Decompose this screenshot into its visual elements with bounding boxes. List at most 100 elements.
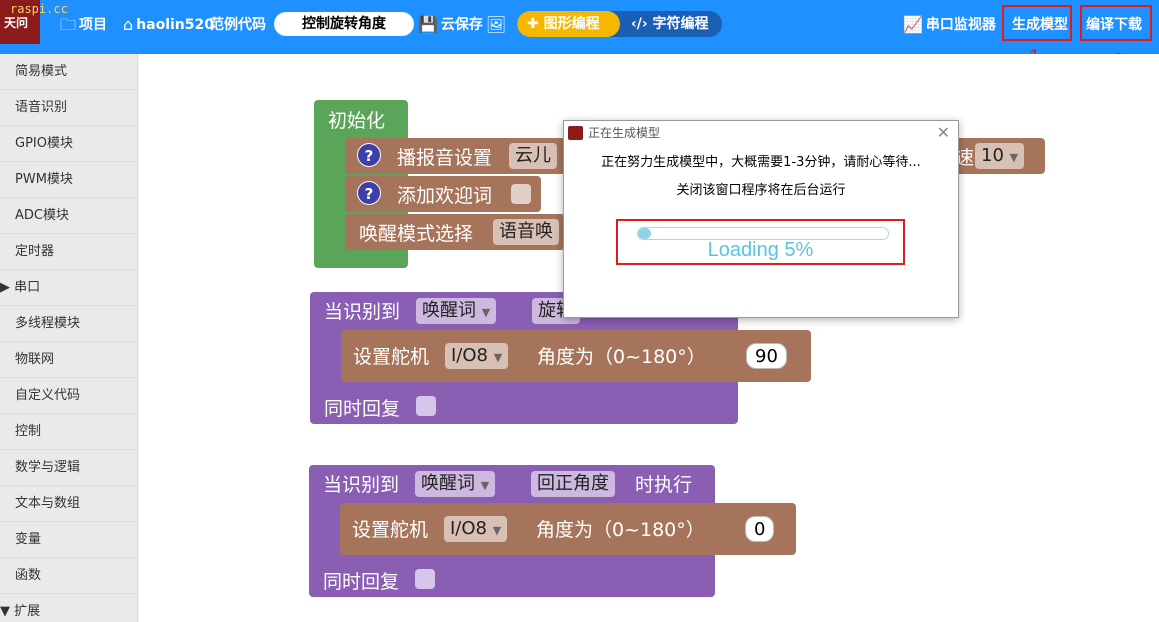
- sidebar-item-functions[interactable]: 函数: [0, 558, 137, 594]
- logo-mark: 天问: [4, 16, 29, 30]
- compile-download-label: 编译下载: [1086, 17, 1142, 33]
- close-icon[interactable]: ✕: [936, 123, 950, 142]
- help-icon[interactable]: ?: [357, 143, 381, 167]
- servo-label-1: 设置舵机: [353, 346, 430, 368]
- cloud-save-label: 云保存: [440, 17, 483, 33]
- examples-button[interactable]: 范例代码: [210, 14, 266, 36]
- mode-switch: ✚ 图形编程 ‹/› 字符编程: [517, 11, 722, 37]
- angle-value-input-2[interactable]: 0: [745, 516, 775, 542]
- servo-block-1[interactable]: 设置舵机 I/O8 ▼ 角度为（0~180°） 90: [341, 330, 811, 382]
- cloud-save-button[interactable]: 💾 云保存 🖼: [418, 14, 506, 36]
- home-icon: ⌂: [123, 15, 134, 34]
- dialog-titlebar: 正在生成模型 ✕: [564, 121, 958, 145]
- servo-pin-dropdown-2[interactable]: I/O8 ▼: [444, 516, 508, 542]
- app-icon: [568, 126, 583, 140]
- sidebar-item-custom-code[interactable]: 自定义代码: [0, 378, 137, 414]
- project-button[interactable]: 🗀 项目: [60, 14, 107, 36]
- progress-highlight-box: Loading 5%: [616, 219, 905, 265]
- add-welcome-block[interactable]: ? 添加欢迎词: [345, 176, 541, 212]
- sidebar-item-text-array[interactable]: 文本与数组: [0, 486, 137, 522]
- graphic-mode-label: 图形编程: [543, 16, 600, 32]
- annotation-box-2: [1080, 5, 1152, 41]
- chevron-down-icon: ▼: [492, 524, 502, 537]
- code-icon: ‹/›: [631, 16, 653, 32]
- image-icon[interactable]: 🖼: [485, 15, 507, 34]
- reply-input-slot-1[interactable]: [416, 396, 436, 416]
- angle-label-2: 角度为（0~180°）: [536, 519, 705, 541]
- serial-monitor-label: 串口监视器: [925, 17, 996, 33]
- reply-label-1: 同时回复: [324, 398, 401, 420]
- servo-pin-value-1: I/O8: [451, 345, 488, 366]
- serial-monitor-button[interactable]: 📈 串口监视器: [903, 14, 996, 36]
- text-mode-tab[interactable]: ‹/› 字符编程: [623, 11, 722, 37]
- generating-model-dialog: 正在生成模型 ✕ 正在努力生成模型中，大概需要1-3分钟，请耐心等待... 关闭…: [563, 120, 959, 318]
- sidebar-item-adc[interactable]: ADC模块: [0, 198, 137, 234]
- wake-word-value-1: 唤醒词: [422, 300, 476, 321]
- sidebar-item-gpio[interactable]: GPIO模块: [0, 126, 137, 162]
- wake-mode-block[interactable]: 唤醒模式选择 语音唤: [345, 214, 565, 250]
- chart-icon: 📈: [903, 15, 923, 34]
- chevron-down-icon: ▼: [493, 351, 503, 364]
- servo-pin-dropdown-1[interactable]: I/O8 ▼: [445, 343, 509, 369]
- broadcast-label: 播报音设置: [397, 147, 493, 169]
- servo-pin-value-2: I/O8: [450, 518, 487, 539]
- chevron-down-icon: ▼: [1009, 151, 1019, 164]
- user-home-button[interactable]: ⌂ haolin520: [123, 14, 214, 36]
- logo-text: raspi.cc: [10, 2, 68, 16]
- block-workspace[interactable]: 初始化 ? 播报音设置 云儿 速 10 ▼ ? 添加欢迎词 唤醒模式选择 语音唤…: [139, 54, 1159, 622]
- sidebar-item-serial[interactable]: ▶ 串口: [0, 270, 137, 306]
- sidebar-item-iot[interactable]: 物联网: [0, 342, 137, 378]
- wake-mode-label: 唤醒模式选择: [359, 223, 474, 245]
- wake-word-value-2: 唤醒词: [421, 473, 475, 494]
- dialog-hint: 关闭该窗口程序将在后台运行: [676, 183, 846, 198]
- annotation-box-1: [1002, 5, 1072, 41]
- speed-dropdown[interactable]: 10 ▼: [975, 143, 1025, 169]
- graphic-mode-tab[interactable]: ✚ 图形编程: [517, 11, 620, 37]
- sidebar-item-extensions[interactable]: ▼ 扩展: [0, 594, 137, 622]
- category-sidebar: 简易模式 语音识别 GPIO模块 PWM模块 ADC模块 定时器 ▶ 串口 多线…: [0, 54, 138, 622]
- chevron-down-icon: ▼: [481, 306, 491, 319]
- dialog-title: 正在生成模型: [588, 126, 661, 140]
- command-word-field-2[interactable]: 回正角度: [531, 471, 615, 497]
- save-icon: 💾: [418, 15, 438, 34]
- project-title-input[interactable]: 控制旋转角度: [274, 12, 414, 36]
- sidebar-item-control[interactable]: 控制: [0, 414, 137, 450]
- reply-label-2: 同时回复: [323, 571, 400, 593]
- speed-label: 速: [955, 147, 975, 169]
- progress-text: Loading 5%: [707, 239, 814, 261]
- sidebar-item-pwm[interactable]: PWM模块: [0, 162, 137, 198]
- wake-mode-dropdown[interactable]: 语音唤: [493, 219, 559, 245]
- welcome-input-slot[interactable]: [511, 184, 531, 204]
- sidebar-item-simple-mode[interactable]: 简易模式: [0, 54, 137, 90]
- compile-download-button[interactable]: 编译下载: [1086, 14, 1142, 36]
- top-toolbar: raspi.cc 天问 🗀 项目 ⌂ haolin520 范例代码 控制旋转角度…: [0, 0, 1159, 54]
- chevron-down-icon: ▼: [480, 479, 490, 492]
- sidebar-item-timer[interactable]: 定时器: [0, 234, 137, 270]
- reply-input-slot-2[interactable]: [415, 569, 435, 589]
- help-icon[interactable]: ?: [357, 181, 381, 205]
- generate-model-button[interactable]: 生成模型: [1012, 14, 1068, 36]
- progress-bar: [637, 227, 889, 240]
- wake-word-dropdown-2[interactable]: 唤醒词 ▼: [415, 471, 496, 497]
- voice-dropdown[interactable]: 云儿: [509, 143, 557, 169]
- project-label: 项目: [79, 17, 108, 33]
- speed-value: 10: [981, 145, 1004, 166]
- folder-icon: 🗀: [60, 15, 77, 34]
- progress-fill: [638, 228, 651, 239]
- sidebar-item-thread[interactable]: 多线程模块: [0, 306, 137, 342]
- examples-label: 范例代码: [210, 17, 266, 33]
- recognize-suffix-2: 时执行: [635, 474, 693, 496]
- user-label: haolin520: [136, 17, 214, 33]
- wake-word-dropdown-1[interactable]: 唤醒词 ▼: [416, 298, 497, 324]
- angle-value-input-1[interactable]: 90: [746, 343, 787, 369]
- text-mode-label: 字符编程: [652, 16, 709, 32]
- sidebar-item-variables[interactable]: 变量: [0, 522, 137, 558]
- servo-label-2: 设置舵机: [352, 519, 429, 541]
- sidebar-item-math-logic[interactable]: 数学与逻辑: [0, 450, 137, 486]
- servo-block-2[interactable]: 设置舵机 I/O8 ▼ 角度为（0~180°） 0: [340, 503, 796, 555]
- puzzle-icon: ✚: [527, 16, 544, 32]
- dialog-message: 正在努力生成模型中，大概需要1-3分钟，请耐心等待...: [601, 155, 921, 170]
- app-logo[interactable]: raspi.cc 天问: [0, 0, 68, 44]
- sidebar-item-speech[interactable]: 语音识别: [0, 90, 137, 126]
- generate-model-label: 生成模型: [1012, 17, 1068, 33]
